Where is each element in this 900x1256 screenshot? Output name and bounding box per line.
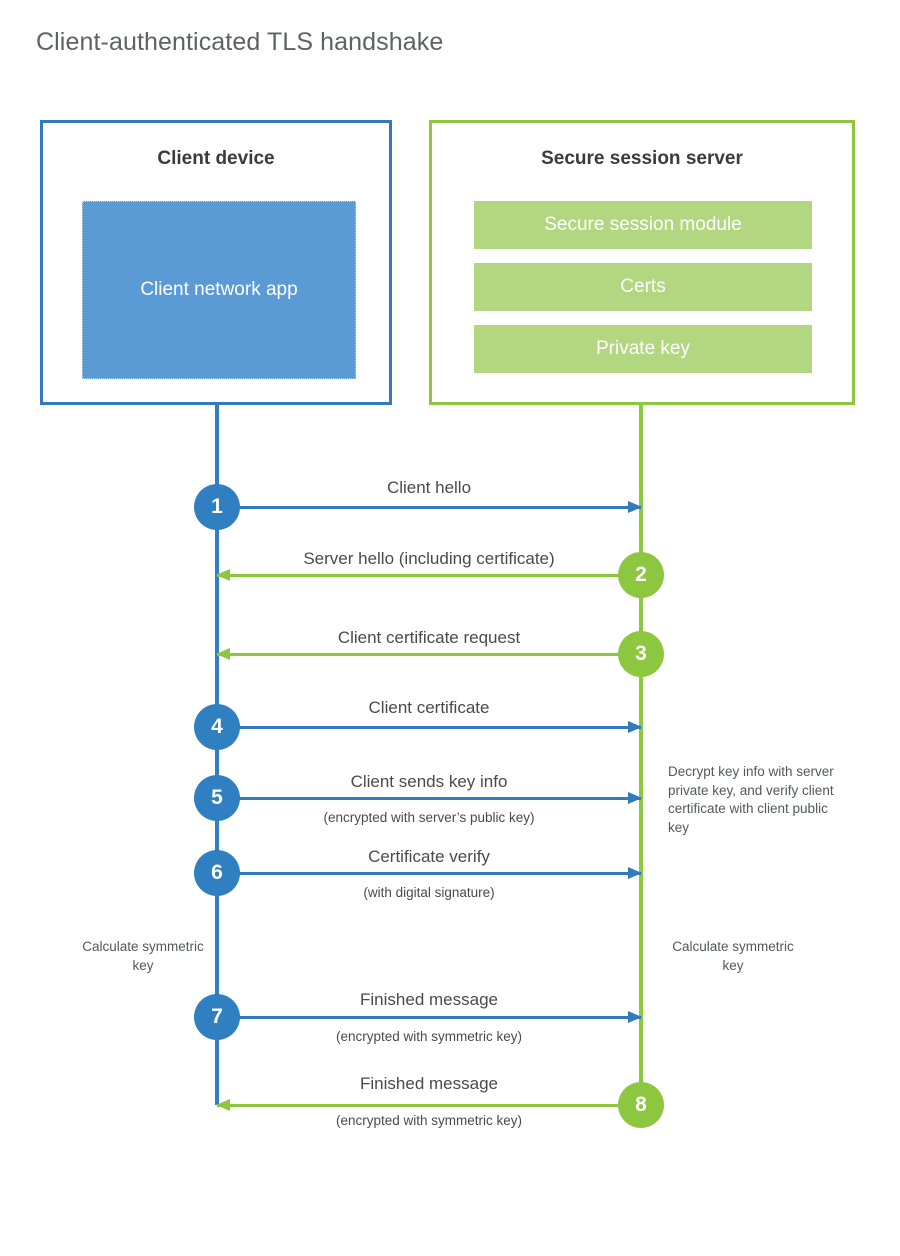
step-3-circle: 3 xyxy=(618,631,664,677)
step-6-sublabel: (with digital signature) xyxy=(363,885,495,900)
step-2-circle: 2 xyxy=(618,552,664,598)
client-lifeline xyxy=(215,405,219,1105)
step-4-circle: 4 xyxy=(194,704,240,750)
step-3-label: Client certificate request xyxy=(337,628,521,647)
server-component-certs: Certs xyxy=(474,263,812,311)
client-device-title: Client device xyxy=(157,148,275,169)
step-5-circle: 5 xyxy=(194,775,240,821)
server-component-private-key: Private key xyxy=(474,325,812,373)
step-2-arrow xyxy=(216,569,641,581)
arrowhead-right-icon xyxy=(628,792,642,804)
arrowhead-left-icon xyxy=(216,648,230,660)
arrowhead-right-icon xyxy=(628,867,642,879)
step-8-arrow xyxy=(216,1099,641,1111)
step-1-label: Client hello xyxy=(386,478,472,497)
server-lifeline xyxy=(639,405,643,1105)
step-2-label: Server hello (including certificate) xyxy=(303,549,555,568)
page-title: Client-authenticated TLS handshake xyxy=(36,28,444,56)
secure-session-server-box: Secure session server Secure session mod… xyxy=(429,120,855,405)
server-component-secure-session-module: Secure session module xyxy=(474,201,812,249)
client-calculate-symmetric-key-note: Calculate symmetric key xyxy=(82,939,204,973)
arrowhead-right-icon xyxy=(628,501,642,513)
secure-session-server-title: Secure session server xyxy=(541,148,743,169)
step-3-arrow xyxy=(216,648,641,660)
step-4-label: Client certificate xyxy=(368,698,490,717)
step-8-label: Finished message xyxy=(360,1074,498,1093)
step-7-circle: 7 xyxy=(194,994,240,1040)
step-6-circle: 6 xyxy=(194,850,240,896)
arrowhead-left-icon xyxy=(216,1099,230,1111)
arrowhead-left-icon xyxy=(216,569,230,581)
step-8-sublabel: (encrypted with symmetric key) xyxy=(335,1113,523,1128)
step-7-sublabel: (encrypted with symmetric key) xyxy=(335,1029,523,1044)
server-components-list: Secure session module Certs Private key xyxy=(474,201,812,373)
arrowhead-right-icon xyxy=(628,1011,642,1023)
step-6-arrow xyxy=(217,867,642,879)
server-decrypt-note: Decrypt key info with server private key… xyxy=(668,764,834,835)
step-4-arrow xyxy=(217,721,642,733)
step-6-label: Certificate verify xyxy=(368,847,490,866)
step-8-circle: 8 xyxy=(618,1082,664,1128)
step-5-sublabel: (encrypted with server’s public key) xyxy=(323,810,535,825)
step-5-label: Client sends key info xyxy=(350,772,508,791)
server-calculate-symmetric-key-note: Calculate symmetric key xyxy=(672,939,794,973)
step-5-arrow xyxy=(217,792,642,804)
step-7-arrow xyxy=(217,1011,642,1023)
arrowhead-right-icon xyxy=(628,721,642,733)
step-1-circle: 1 xyxy=(194,484,240,530)
client-device-box: Client device Client network app xyxy=(40,120,392,405)
step-1-arrow xyxy=(217,501,642,513)
client-network-app-block: Client network app xyxy=(82,201,356,379)
step-7-label: Finished message xyxy=(360,990,498,1009)
